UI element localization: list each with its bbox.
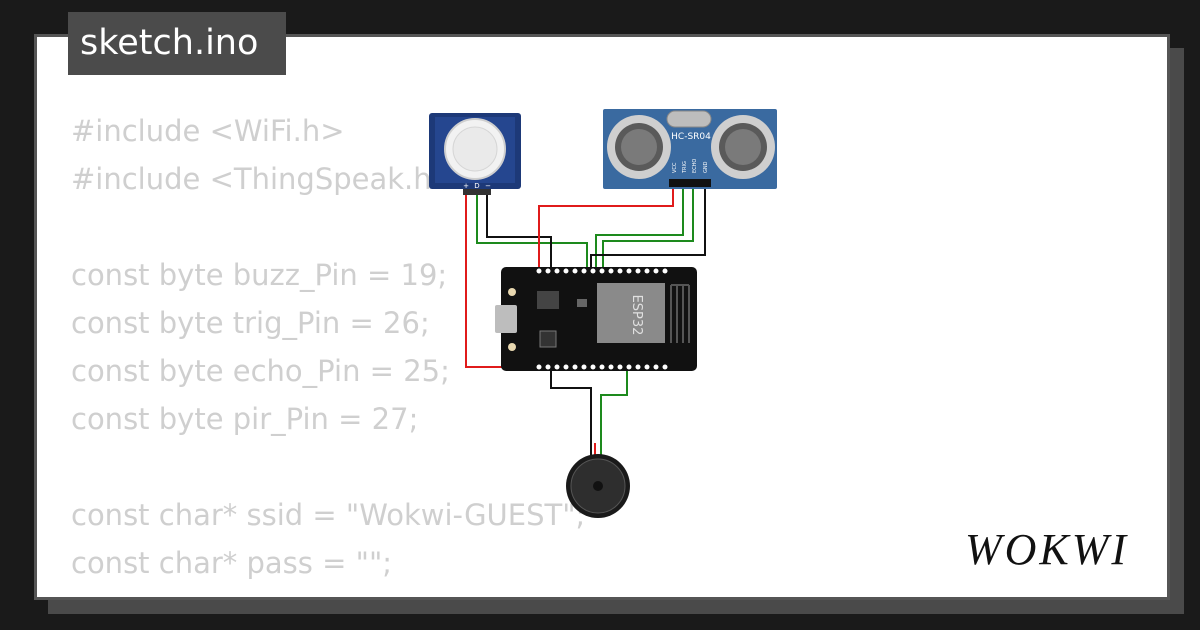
- wokwi-logo-text: WOKWI: [965, 525, 1129, 574]
- pir-pin-label: D: [474, 182, 479, 190]
- sonar-pin-label: TRIG: [682, 161, 688, 174]
- wire-buzzer-gnd: [550, 369, 592, 455]
- pir-sensor: + D −: [429, 113, 521, 195]
- file-tab-label: sketch.ino: [80, 23, 259, 63]
- sonar-model-label: HC-SR04: [671, 132, 711, 142]
- pir-pin-label: +: [463, 182, 469, 190]
- code-line: #include <ThingSpeak.h>: [71, 162, 456, 196]
- code-line: const char* pass = "";: [71, 546, 393, 580]
- wokwi-logo: WOKWI: [965, 525, 1129, 574]
- code-line: #include <WiFi.h>: [71, 114, 345, 148]
- code-line: const byte echo_Pin = 25;: [71, 354, 450, 388]
- esp32-chip-label: ESP32: [629, 295, 644, 336]
- wire-sonar-gnd: [590, 189, 706, 269]
- esp32-module: [597, 283, 665, 343]
- sonar-pin-label: VCC: [672, 162, 678, 173]
- wire-pir-signal: [476, 193, 588, 269]
- top-header-pins: [536, 268, 668, 274]
- code-line: const byte buzz_Pin = 19;: [71, 258, 448, 292]
- antenna-trace: [670, 284, 690, 343]
- wire-sonar-vcc: [538, 189, 674, 269]
- wires: [465, 189, 706, 455]
- buzzer: [566, 454, 630, 518]
- code-line: const byte trig_Pin = 26;: [71, 306, 430, 340]
- pir-pin-label: −: [485, 182, 491, 190]
- button-boot: [508, 288, 516, 296]
- project-card: #include <WiFi.h> #include <ThingSpeak.h>…: [34, 34, 1170, 600]
- code-preview: #include <WiFi.h> #include <ThingSpeak.h>…: [71, 107, 585, 587]
- sonar-pin-label: ECHO: [692, 159, 698, 173]
- code-line: const byte pir_Pin = 27;: [71, 402, 419, 436]
- button-reset: [508, 343, 516, 351]
- file-tab[interactable]: sketch.ino: [68, 12, 286, 75]
- wire-sonar-trig: [595, 189, 684, 269]
- wire-buzzer-signal: [600, 369, 628, 455]
- bottom-header-pins: [536, 364, 668, 370]
- wire-sonar-echo: [602, 189, 694, 269]
- usb-port: [495, 305, 517, 333]
- esp32-board: ESP32: [495, 267, 697, 371]
- circuit-diagram: + D − HC-SR04 VCC TRIG ECHO GND: [429, 109, 777, 518]
- wire-pir-gnd: [486, 193, 552, 269]
- sonar-pin-label: GND: [703, 161, 709, 173]
- ultrasonic-sensor: HC-SR04 VCC TRIG ECHO GND: [603, 109, 777, 189]
- code-line: const char* ssid = "Wokwi-GUEST";: [71, 498, 586, 532]
